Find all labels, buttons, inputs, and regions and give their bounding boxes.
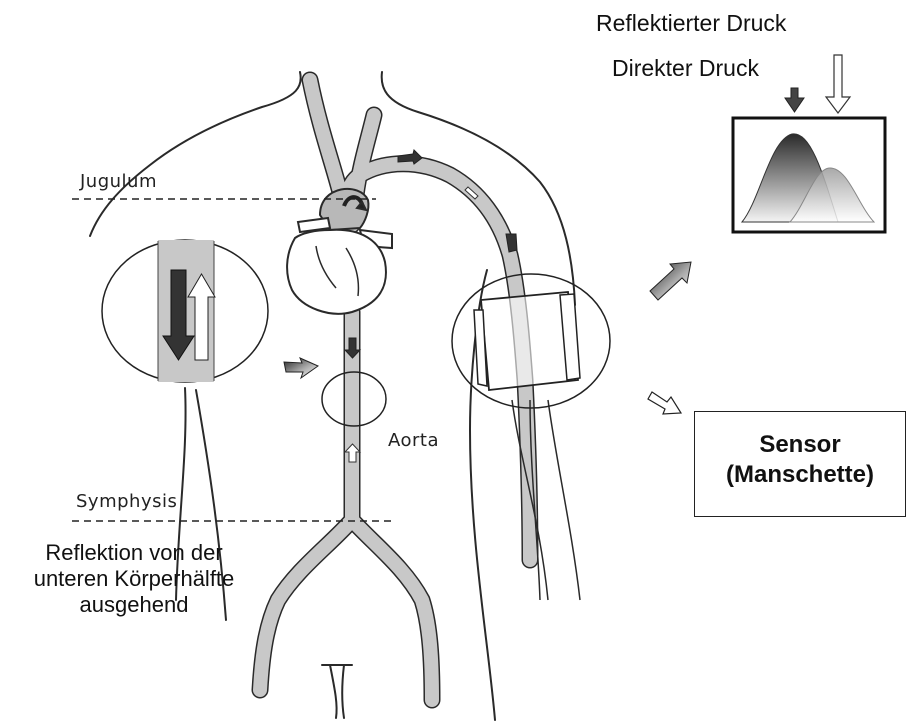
direct-pressure-label: Direkter Druck bbox=[612, 55, 759, 82]
pulse-waveform-icon bbox=[733, 118, 885, 232]
sensor-box: Sensor (Manschette) bbox=[694, 411, 906, 517]
heart-icon bbox=[287, 189, 392, 314]
sensor-caption: Sensor (Manschette) bbox=[695, 430, 905, 490]
reflection-magnifier bbox=[102, 240, 268, 382]
arrow-to-waveform bbox=[650, 262, 691, 300]
sensor-line-1: Sensor bbox=[695, 430, 905, 460]
symphysis-label: Symphysis bbox=[76, 491, 177, 512]
direct-pressure-arrow bbox=[785, 88, 804, 112]
sensor-line-2: (Manschette) bbox=[695, 460, 905, 490]
blood-pressure-cuff-icon bbox=[474, 292, 580, 390]
magnifier-arrow-left bbox=[284, 358, 318, 378]
arrow-to-sensor bbox=[648, 392, 681, 414]
reflected-pressure-arrow bbox=[826, 55, 850, 113]
reflection-caption: Reflektion von der unteren Körperhälfte … bbox=[0, 540, 268, 618]
reflection-line-1: Reflektion von der bbox=[0, 540, 268, 566]
jugulum-label: Jugulum bbox=[80, 171, 157, 192]
reflection-line-3: ausgehend bbox=[0, 592, 268, 618]
reflected-pressure-label: Reflektierter Druck bbox=[596, 10, 786, 37]
aorta-label: Aorta bbox=[388, 430, 439, 451]
reflection-line-2: unteren Körperhälfte bbox=[0, 566, 268, 592]
